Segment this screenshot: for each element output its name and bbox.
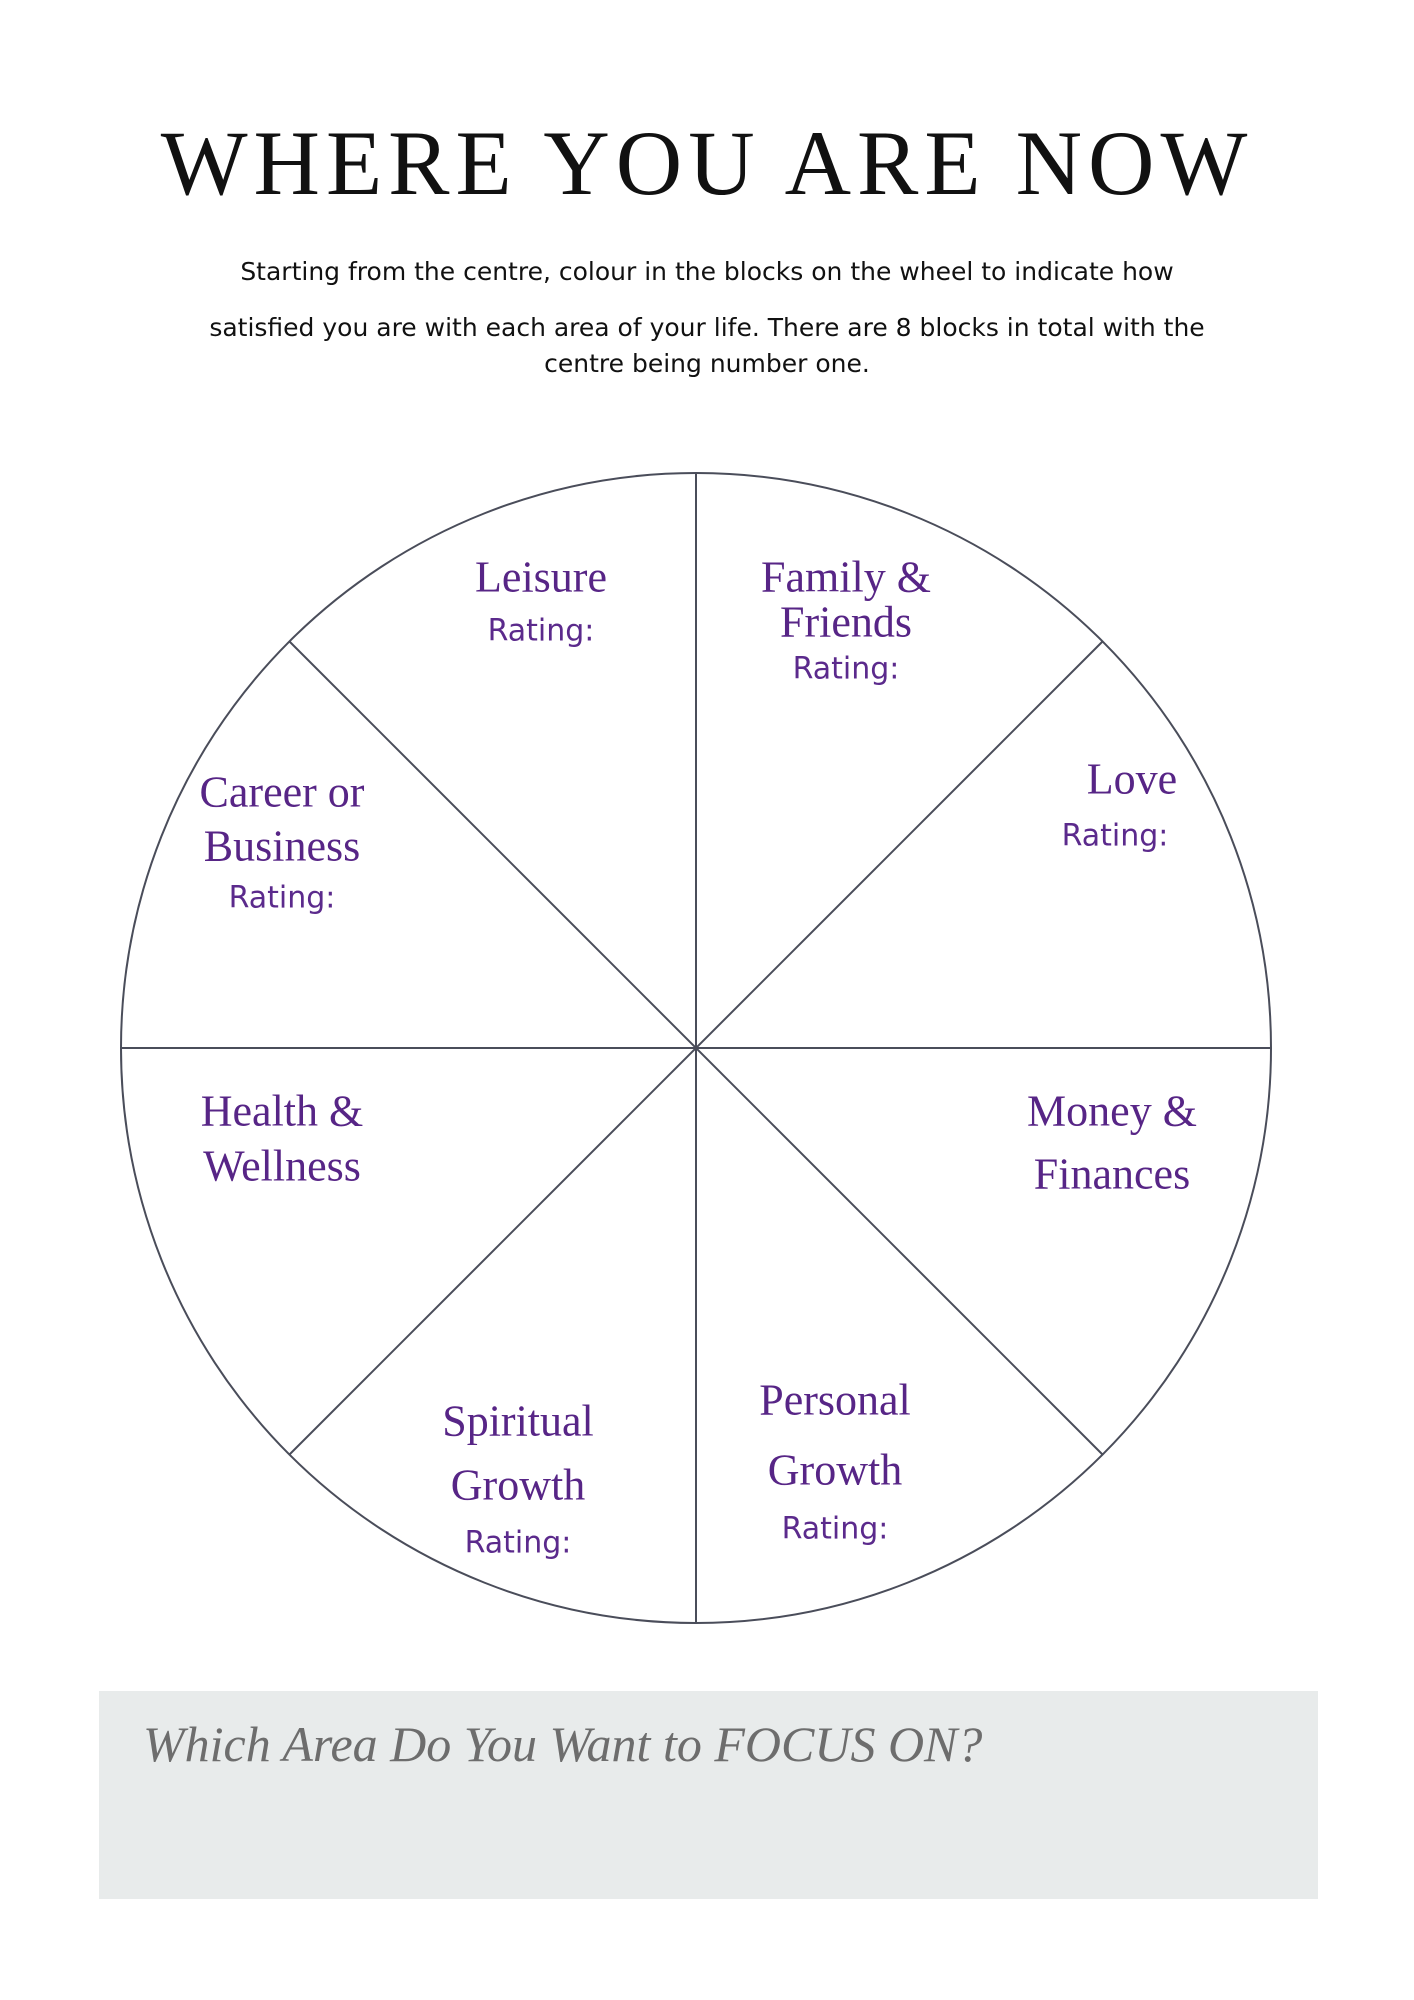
area-health-name-2: Wellness: [203, 1141, 361, 1191]
area-leisure-name: Leisure: [475, 552, 607, 602]
instructions: Starting from the centre, colour in the …: [170, 254, 1244, 382]
area-love-name: Love: [1086, 754, 1178, 804]
area-money-name-1: Money &: [1027, 1086, 1197, 1136]
instructions-line-2: satisfied you are with each area of your…: [209, 313, 1205, 378]
page-title: WHERE YOU ARE NOW: [160, 112, 1254, 214]
wheel-divider-diagonal-2: [288, 640, 1104, 1456]
area-spiritual-name-2: Growth: [450, 1460, 586, 1510]
area-spiritual-rating: Rating:: [464, 1525, 572, 1561]
area-personal-name-2: Growth: [767, 1445, 903, 1495]
area-personal-name-1: Personal: [759, 1375, 911, 1425]
instructions-line-1: Starting from the centre, colour in the …: [240, 257, 1174, 286]
area-career-name-2: Business: [203, 821, 361, 871]
focus-question: Which Area Do You Want to FOCUS ON?: [143, 1716, 983, 1772]
area-personal-rating: Rating:: [781, 1511, 889, 1547]
area-health-name-1: Health &: [200, 1086, 364, 1136]
area-family-rating: Rating:: [792, 651, 900, 687]
area-career-name-1: Career or: [199, 767, 365, 817]
focus-area-box[interactable]: Which Area Do You Want to FOCUS ON?: [99, 1691, 1318, 1899]
area-career-rating: Rating:: [228, 880, 336, 916]
area-spiritual-name-1: Spiritual: [442, 1396, 594, 1446]
area-family-name-2: Friends: [780, 597, 912, 647]
area-family-name-1: Family &: [761, 552, 931, 602]
area-leisure-rating: Rating:: [487, 613, 595, 649]
area-money-name-2: Finances: [1033, 1149, 1191, 1199]
area-love-rating: Rating:: [1061, 818, 1169, 854]
